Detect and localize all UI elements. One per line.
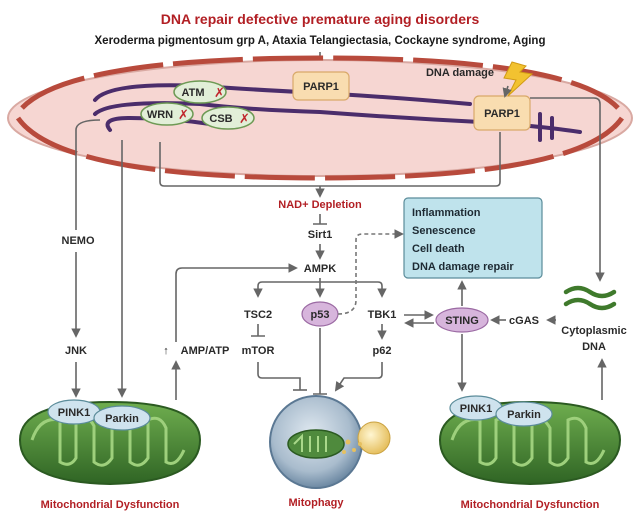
atm-label: ATM [181,87,204,99]
left-pink1-oval: PINK1 [47,399,101,425]
outcome-cell-death: Cell death [412,243,465,255]
parp1-right-label: PARP1 [484,108,520,120]
right-parkin-label: Parkin [507,409,541,421]
nemo-label: NEMO [62,235,95,247]
outcomes-box: Inflammation Senescence Cell death DNA d… [403,197,543,279]
p53-label: p53 [311,309,330,321]
jnk-label: JNK [65,345,87,357]
to-nemo-line [75,119,101,230]
diagram-subtitle: Xeroderma pigmentosum grp A, Ataxia Tela… [95,35,546,47]
left-parkin-oval: Parkin [93,405,151,431]
tsc2-label: TSC2 [244,309,272,321]
cytoplasmic-dna-icon [563,285,617,311]
damage-arrow [502,85,512,98]
mtor-label: mTOR [242,345,275,357]
parp-to-cyto-dna [530,97,605,282]
atm-defect-x-icon: ✗ [214,85,225,100]
tbk1-label: TBK1 [368,309,397,321]
p53-inhibits-mitophagy [313,328,327,395]
nad-depletion-label: NAD+ Depletion [278,199,362,211]
outcome-dna-damage-repair: DNA damage repair [412,261,514,273]
ampk-to-tbk1 [320,281,387,298]
nucleus [7,55,633,181]
left-pink1-label: PINK1 [58,407,90,419]
right-pink1-oval: PINK1 [449,395,503,421]
ampk-label: AMPK [304,263,336,275]
p53-oval: p53 [301,301,339,327]
csb-defect-x-icon: ✗ [239,111,250,126]
nad-inhibits-sirt1 [313,214,327,225]
cyto-dna-label-1: Cytoplasmic [561,325,626,337]
mitophagy-vesicle [269,395,363,489]
csb-oval: CSB ✗ [201,106,255,130]
wrn-label: WRN [147,109,173,121]
left-parkin-label: Parkin [105,413,139,425]
sting-oval: STING [435,307,489,333]
cgas-label: cGAS [509,315,539,327]
left-mito-label: Mitochondrial Dysfunction [41,499,180,511]
ampk-to-tsc2 [253,281,320,298]
parp1-top-label: PARP1 [303,81,339,93]
up-arrow-icon: ↑ [163,345,169,357]
right-parkin-oval: Parkin [495,401,553,427]
parp-nad-bracket [159,132,501,187]
right-pink1-label: PINK1 [460,403,492,415]
outcome-inflammation: Inflammation [412,207,481,219]
mitophagy-label: Mitophagy [289,497,345,509]
diagram-title: DNA repair defective premature aging dis… [161,11,480,27]
lysosome [342,421,391,455]
cyto-dna-label-2: DNA [582,341,606,353]
wrn-defect-x-icon: ✗ [178,107,189,122]
parp1-box-top: PARP1 [292,71,350,101]
parp1-box-right: PARP1 [473,95,531,131]
p53-to-outcomes-dashed [337,229,404,315]
lightning-icon [503,61,534,97]
csb-label: CSB [209,113,232,125]
right-mito-label: Mitochondrial Dysfunction [461,499,600,511]
amp-atp-label: AMP/ATP [181,345,230,357]
ampatp-to-ampk [175,263,298,342]
p62-label: p62 [373,345,392,357]
sirt1-label: Sirt1 [308,229,332,241]
p62-to-mitophagy [334,362,383,392]
wrn-oval: WRN ✗ [140,102,194,126]
sting-label: STING [445,315,479,327]
mtor-to-mitophagy [257,362,301,390]
atm-oval: ATM ✗ [173,80,227,104]
dna-damage-label: DNA damage [426,67,494,79]
outcome-senescence: Senescence [412,225,476,237]
tsc2-inhibits-mtor [251,324,265,337]
